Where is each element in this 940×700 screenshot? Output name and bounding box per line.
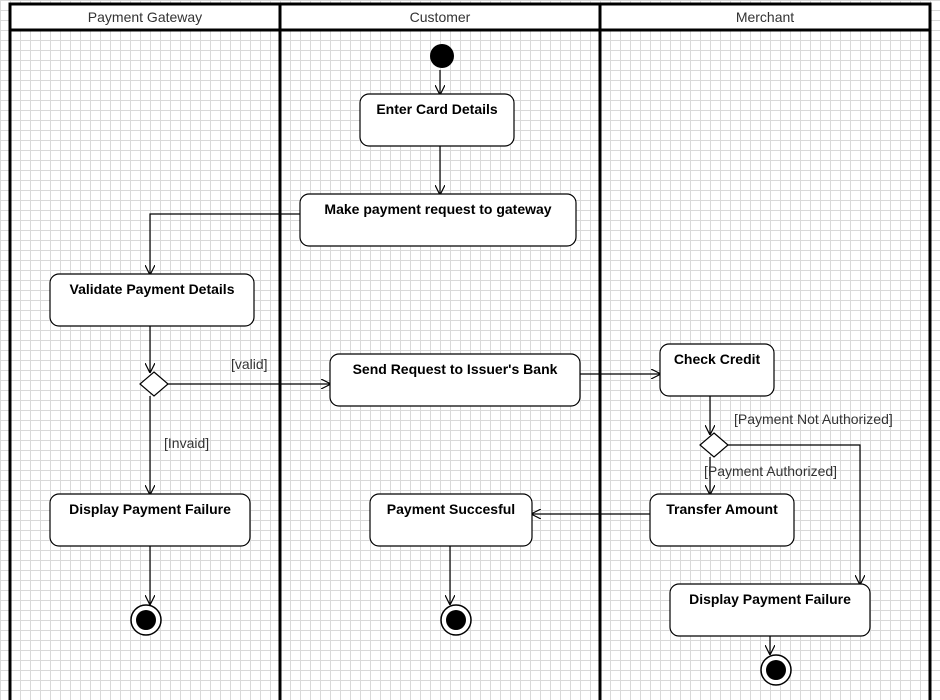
- action-display-payment-failure-merchant: Display Payment Failure: [669, 583, 871, 637]
- final-node-merchant: [760, 654, 792, 686]
- action-display-payment-failure-gateway: Display Payment Failure: [49, 493, 251, 547]
- action-label: Send Request to Issuer's Bank: [353, 361, 558, 377]
- action-enter-card-details: Enter Card Details: [359, 93, 515, 147]
- action-label: Display Payment Failure: [689, 591, 851, 607]
- guard-valid: [valid]: [231, 356, 268, 372]
- lane-title-customer: Customer: [410, 9, 471, 25]
- initial-node: [430, 44, 454, 68]
- action-send-request-issuer-bank: Send Request to Issuer's Bank: [329, 353, 581, 407]
- swimlane-header: Payment Gateway Customer Merchant: [8, 2, 932, 32]
- action-label: Enter Card Details: [376, 101, 498, 117]
- action-payment-successful: Payment Succesful: [369, 493, 533, 547]
- action-label: Make payment request to gateway: [324, 201, 551, 217]
- action-make-payment-request: Make payment request to gateway: [299, 193, 577, 247]
- decision-node-authorization: [699, 432, 729, 458]
- guard-not-authorized: [Payment Not Authorized]: [734, 411, 893, 427]
- action-transfer-amount: Transfer Amount: [649, 493, 795, 547]
- final-node-gateway: [130, 604, 162, 636]
- edges: [150, 70, 860, 654]
- edge-decision-to-display-failure-merchant: [728, 444, 860, 584]
- action-label: Check Credit: [674, 351, 761, 367]
- action-check-credit: Check Credit: [659, 343, 775, 397]
- action-validate-payment-details: Validate Payment Details: [49, 273, 255, 327]
- final-node-customer: [440, 604, 472, 636]
- action-label: Display Payment Failure: [69, 501, 231, 517]
- guard-invalid: [Invaid]: [164, 435, 209, 451]
- decision-node-validation: [139, 371, 169, 397]
- action-label: Transfer Amount: [666, 501, 778, 517]
- edge-make-request-to-validate: [150, 213, 300, 274]
- swimlane-dividers: [8, 30, 932, 700]
- lane-title-payment-gateway: Payment Gateway: [88, 9, 202, 25]
- lane-title-merchant: Merchant: [736, 9, 794, 25]
- action-label: Payment Succesful: [387, 501, 515, 517]
- guard-authorized: [Payment Authorized]: [704, 463, 837, 479]
- action-label: Validate Payment Details: [70, 281, 235, 297]
